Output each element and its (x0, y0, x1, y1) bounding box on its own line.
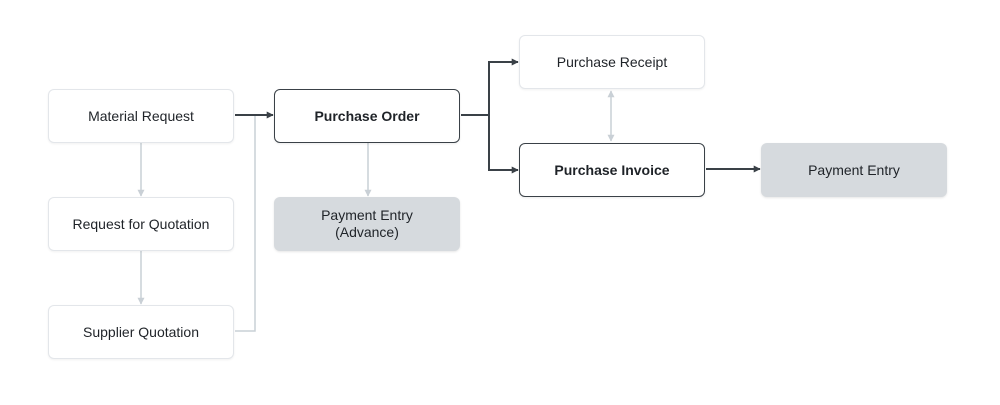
node-supplier-quotation[interactable]: Supplier Quotation (48, 305, 234, 359)
connector-purchase-order-to-purchase-receipt (461, 58, 519, 116)
node-material-request[interactable]: Material Request (48, 89, 234, 143)
node-purchase-receipt[interactable]: Purchase Receipt (519, 35, 705, 89)
node-request-for-quotation[interactable]: Request for Quotation (48, 197, 234, 251)
connector-purchase-order-to-purchase-invoice (488, 115, 519, 174)
node-payment-entry[interactable]: Payment Entry (761, 143, 947, 197)
node-purchase-invoice[interactable]: Purchase Invoice (519, 143, 705, 197)
connector-supplier-quotation-to-purchase-order (235, 115, 256, 332)
node-payment-entry-advance[interactable]: Payment Entry (Advance) (274, 197, 460, 251)
node-purchase-order[interactable]: Purchase Order (274, 89, 460, 143)
